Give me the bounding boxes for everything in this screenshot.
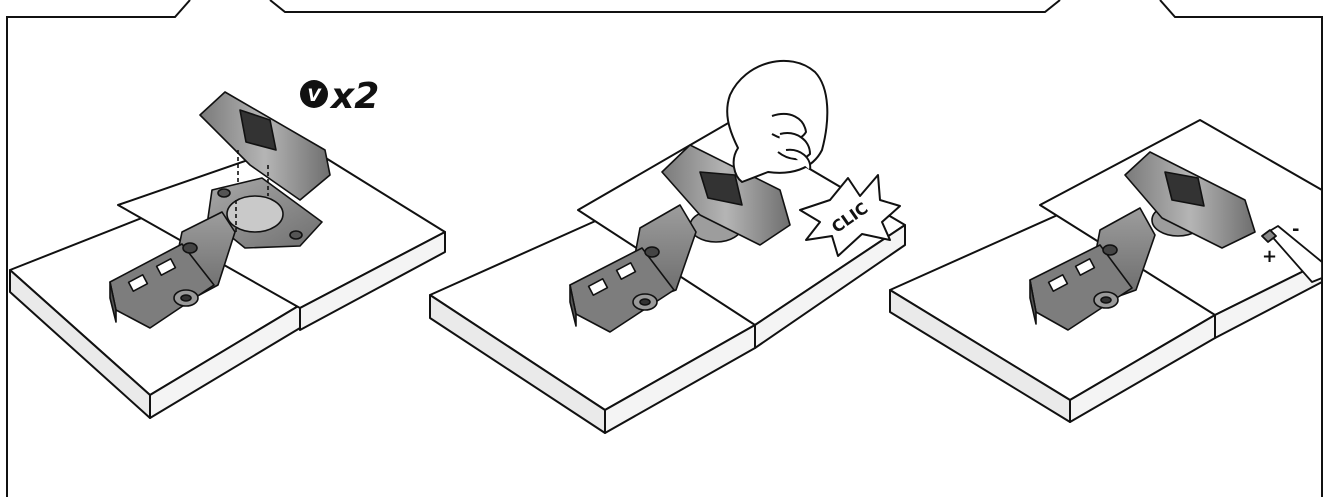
badge-multiplier: x2 (329, 76, 379, 117)
badge-letter: V (307, 86, 322, 106)
quantity-badge: V x2 (300, 76, 379, 117)
hand-press-icon (727, 61, 827, 182)
adjust-minus-label: - (1292, 219, 1299, 240)
step-2-panel: CLIC (430, 61, 905, 433)
step-1-panel: V x2 (10, 76, 445, 418)
adjust-plus-label: + (1262, 246, 1277, 267)
step-3-panel: - + (890, 120, 1322, 422)
